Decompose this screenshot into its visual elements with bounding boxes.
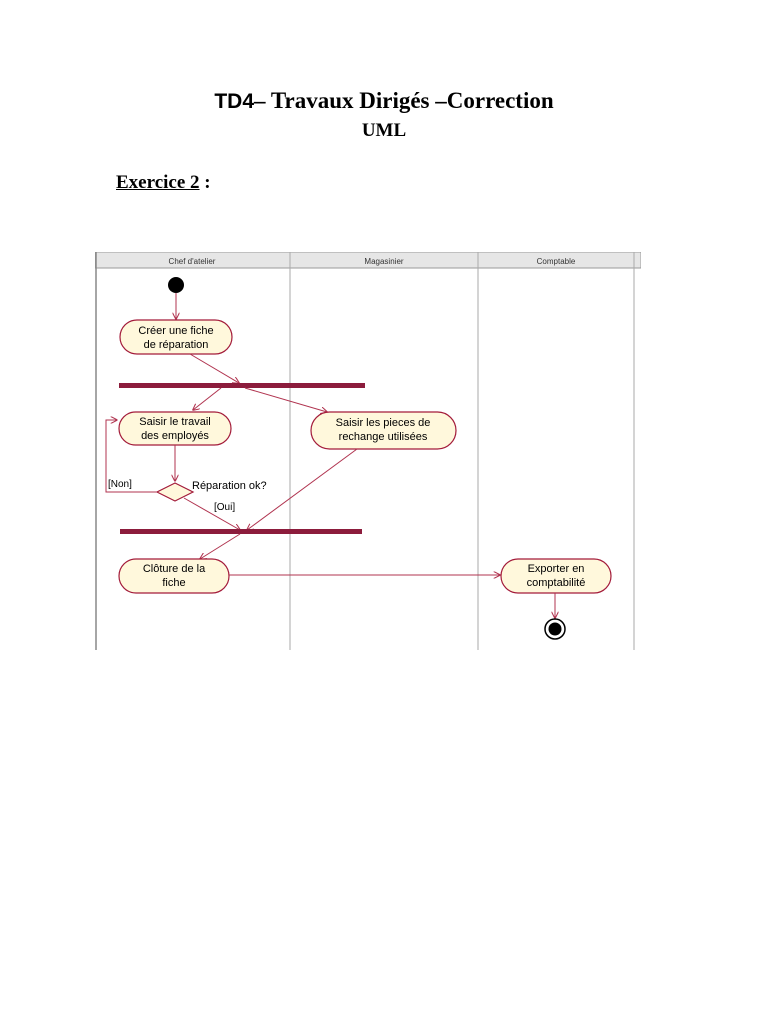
final-node-core	[548, 622, 562, 636]
activity-diagram: Chef d'atelier Magasinier Comptable Crée…	[95, 252, 641, 650]
activity-record-work-line2: des employés	[141, 430, 209, 442]
activity-record-parts	[310, 411, 457, 450]
fork-bar	[119, 383, 365, 388]
flow-join-close	[200, 533, 241, 559]
document-title: TD4– Travaux Dirigés –Correction	[0, 88, 768, 114]
lane-label-magasinier: Magasinier	[364, 257, 403, 266]
activity-export-accounting-line1: Exporter en	[528, 563, 585, 575]
activity-create-sheet-line1: Créer une fiche	[138, 325, 213, 337]
lane-header-bar	[95, 252, 641, 269]
activity-export-accounting-line2: comptabilité	[527, 577, 586, 589]
guard-yes-label: [Oui]	[214, 502, 235, 513]
flow-record-parts-join	[247, 448, 358, 530]
flow-create-fork	[189, 353, 239, 383]
activity-create-sheet-line2: de réparation	[144, 339, 209, 351]
flow-decision-no-loop	[105, 420, 157, 493]
activity-record-parts-line1: Saisir les pieces de	[336, 417, 431, 429]
document-subtitle: UML	[361, 120, 407, 141]
title-rest: – Travaux Dirigés –Correction	[254, 88, 554, 113]
join-bar	[120, 529, 362, 534]
activity-record-work-line1: Saisir le travail	[139, 416, 211, 428]
title-prefix: TD4	[214, 90, 255, 113]
exercise-suffix: :	[199, 172, 211, 193]
flow-fork-record-parts	[244, 387, 327, 412]
activity-close-sheet-line1: Clôture de la	[143, 563, 206, 575]
exercise-heading: Exercice 2 :	[116, 172, 211, 194]
decision-label: Réparation ok?	[192, 480, 267, 492]
activity-create-sheet	[119, 319, 233, 355]
exercise-label: Exercice 2	[116, 172, 200, 193]
activity-close-sheet-line2: fiche	[162, 577, 185, 589]
flow-fork-record-work	[193, 387, 222, 410]
flow-decision-yes-join	[183, 497, 240, 530]
activity-close-sheet	[118, 558, 230, 594]
lane-label-chef: Chef d'atelier	[169, 257, 216, 266]
guard-no-label: [Non]	[108, 479, 132, 490]
activity-export-accounting	[500, 558, 612, 594]
activity-record-parts-line2: rechange utilisées	[339, 431, 428, 443]
initial-node	[168, 277, 184, 293]
lane-label-comptable: Comptable	[537, 257, 576, 266]
decision-node	[155, 482, 195, 502]
